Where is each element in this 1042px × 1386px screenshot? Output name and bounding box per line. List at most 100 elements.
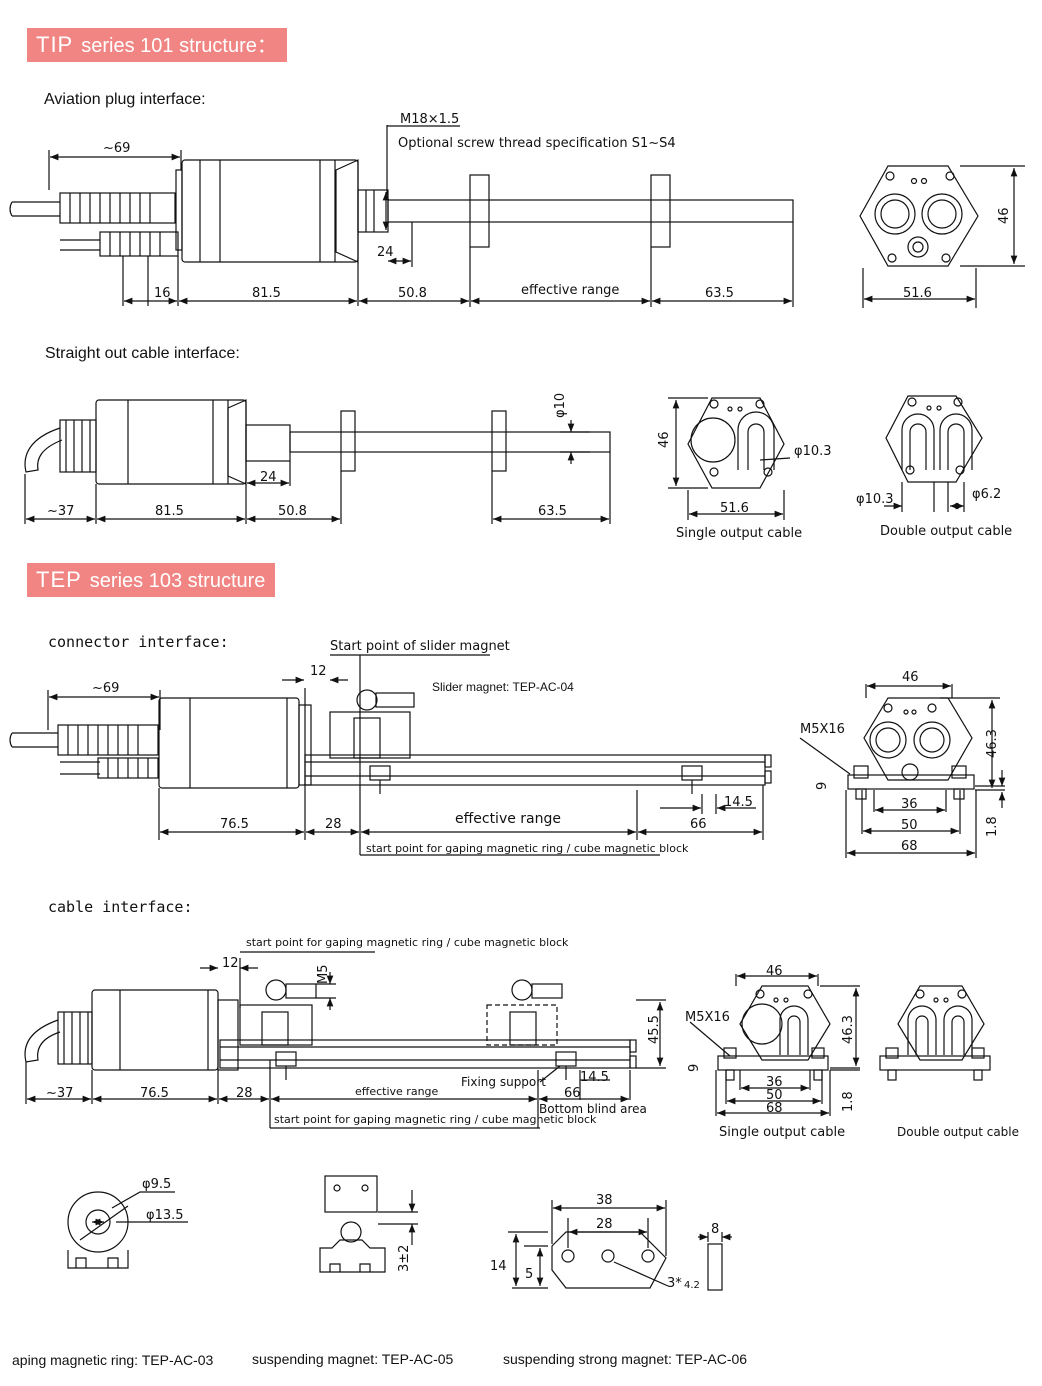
- end-dim-46: 46: [997, 207, 1012, 224]
- start-ring-top-label: start point for gaping magnetic ring / c…: [246, 936, 569, 949]
- tip-single-cable-end-view: [668, 397, 791, 520]
- dim-24: 24: [377, 245, 394, 260]
- bottom-blind-label: Bottom blind area: [539, 1102, 647, 1116]
- single-dim-36: 36: [766, 1075, 783, 1090]
- tep-cable-drawing: [24, 951, 666, 1129]
- dim-76-5: 76.5: [140, 1086, 169, 1101]
- dim-50-8: 50.8: [398, 286, 427, 301]
- suspending-caption: suspending magnet: TEP-AC-05: [252, 1351, 454, 1367]
- suspending-magnet-drawing: [319, 1175, 418, 1273]
- single-output-caption: Single output cable: [719, 1125, 845, 1140]
- single-dim-46: 46: [657, 431, 672, 448]
- dim-81-5: 81.5: [252, 286, 281, 301]
- dim-14-5: 14.5: [724, 795, 753, 810]
- dim-69: ~69: [103, 141, 130, 156]
- tip-aviation-drawing: [9, 125, 794, 307]
- start-ring-label: start point for gaping magnetic ring / c…: [366, 842, 689, 855]
- strong-caption: suspending strong magnet: TEP-AC-06: [503, 1351, 748, 1367]
- double-phi-10-3: φ10.3: [856, 492, 894, 507]
- dim-24: 24: [260, 470, 277, 485]
- end-dim-36: 36: [901, 797, 918, 812]
- ring-caption: aping magnetic ring: TEP-AC-03: [12, 1352, 214, 1368]
- dim-16: 16: [154, 286, 171, 301]
- single-m5x16: M5X16: [685, 1010, 730, 1025]
- phi10-label: φ10: [553, 393, 568, 418]
- dim-50-8: 50.8: [278, 504, 307, 519]
- single-dim-1-8: 1.8: [841, 1091, 856, 1112]
- magnetic-ring-drawing: [67, 1191, 188, 1269]
- m5-label: M5: [316, 965, 331, 985]
- dim-37: ~37: [46, 1086, 73, 1101]
- end-dim-50: 50: [901, 818, 918, 833]
- dim-81-5: 81.5: [155, 504, 184, 519]
- tep-connector-labels: Start point of slider magnet Slider magn…: [92, 639, 1000, 855]
- tip-aviation-end-view: [859, 165, 1025, 308]
- single-dim-46: 46: [766, 964, 783, 979]
- start-ring-bottom-label: start point for gaping magnetic ring / c…: [274, 1113, 597, 1126]
- tep-connector-end-view: [799, 682, 1006, 858]
- tip-section-banner: TIP series 101 structure：: [27, 28, 287, 62]
- fixing-support-label: Fixing support: [461, 1075, 546, 1089]
- strong-hole-label: 3*: [667, 1276, 682, 1291]
- tip-series-title: series 101 structure：: [81, 35, 277, 57]
- tep-cable-labels: start point for gaping magnetic ring / c…: [46, 936, 1019, 1140]
- dim-66: 66: [564, 1086, 581, 1101]
- tip-aviation-labels: M18×1.5 Optional screw thread specificat…: [103, 112, 1012, 301]
- end-dim-51-6: 51.6: [903, 286, 932, 301]
- dim-76-5: 76.5: [220, 817, 249, 832]
- single-output-caption: Single output cable: [676, 526, 802, 541]
- slider-magnet-label: Slider magnet: TEP-AC-04: [432, 680, 574, 694]
- thread-option-note: Optional screw thread specification S1~S…: [398, 136, 676, 151]
- dim-28: 28: [325, 817, 342, 832]
- ring-phi-9-5: φ9.5: [142, 1177, 171, 1192]
- aviation-plug-heading: Aviation plug interface:: [44, 91, 206, 108]
- strong-dim-28: 28: [596, 1217, 613, 1232]
- connector-interface-heading: connector interface:: [48, 633, 229, 651]
- end-dim-68: 68: [901, 839, 918, 854]
- suspending-strong-magnet-drawing: [508, 1200, 732, 1291]
- effective-range-label: effective range: [455, 811, 561, 827]
- dim-14-5: 14.5: [580, 1070, 609, 1085]
- strong-dim-38: 38: [596, 1193, 613, 1208]
- tep-cable-double-end-view: [879, 985, 991, 1081]
- single-dim-51-6: 51.6: [720, 501, 749, 516]
- strong-dim-14: 14: [490, 1259, 507, 1274]
- strong-dim-8: 8: [711, 1222, 719, 1237]
- single-dim-68: 68: [766, 1101, 783, 1116]
- dim-12: 12: [222, 956, 239, 971]
- start-slider-label: Start point of slider magnet: [330, 639, 510, 654]
- dim-37: ~37: [47, 504, 74, 519]
- dim-69: ~69: [92, 681, 119, 696]
- accessory-labels: φ9.5 φ13.5 3±2 38 28 14 5 8 3* 4.2: [142, 1177, 719, 1291]
- end-dim-46-3: 46.3: [985, 729, 1000, 758]
- end-dim-9: 9: [815, 782, 830, 790]
- dim-12: 12: [310, 664, 327, 679]
- effective-range-label: effective range: [355, 1085, 439, 1098]
- straight-cable-heading: Straight out cable interface:: [45, 345, 240, 362]
- dim-63-5: 63.5: [538, 504, 567, 519]
- dim-28: 28: [236, 1086, 253, 1101]
- dim-66: 66: [690, 817, 707, 832]
- tep-series-title: series 103 structure: [89, 570, 266, 592]
- ring-phi-13-5: φ13.5: [146, 1208, 184, 1223]
- strong-hole-sub: 4.2: [684, 1280, 700, 1291]
- double-output-caption: Double output cable: [880, 524, 1012, 539]
- strong-dim-5: 5: [525, 1267, 533, 1282]
- double-phi-6-2: φ6.2: [972, 487, 1001, 502]
- tip-series-code: TIP: [36, 32, 74, 57]
- single-dim-9: 9: [687, 1064, 702, 1072]
- end-dim-46: 46: [902, 670, 919, 685]
- end-dim-1-8: 1.8: [985, 816, 1000, 837]
- thread-spec-label: M18×1.5: [400, 112, 459, 127]
- tip-straight-drawing: [24, 399, 611, 524]
- tep-cable-single-end-view: [689, 972, 860, 1117]
- tip-straight-labels: φ10 ~37 81.5 24 50.8 63.5 46 φ10.3 51.6 …: [47, 393, 1012, 541]
- single-phi-10-3: φ10.3: [794, 444, 832, 459]
- double-output-caption: Double output cable: [897, 1125, 1019, 1139]
- single-dim-46-3: 46.3: [841, 1015, 856, 1044]
- effective-range-label: effective range: [521, 283, 619, 298]
- cable-interface-heading: cable interface:: [48, 898, 193, 916]
- m5x16-label: M5X16: [800, 722, 845, 737]
